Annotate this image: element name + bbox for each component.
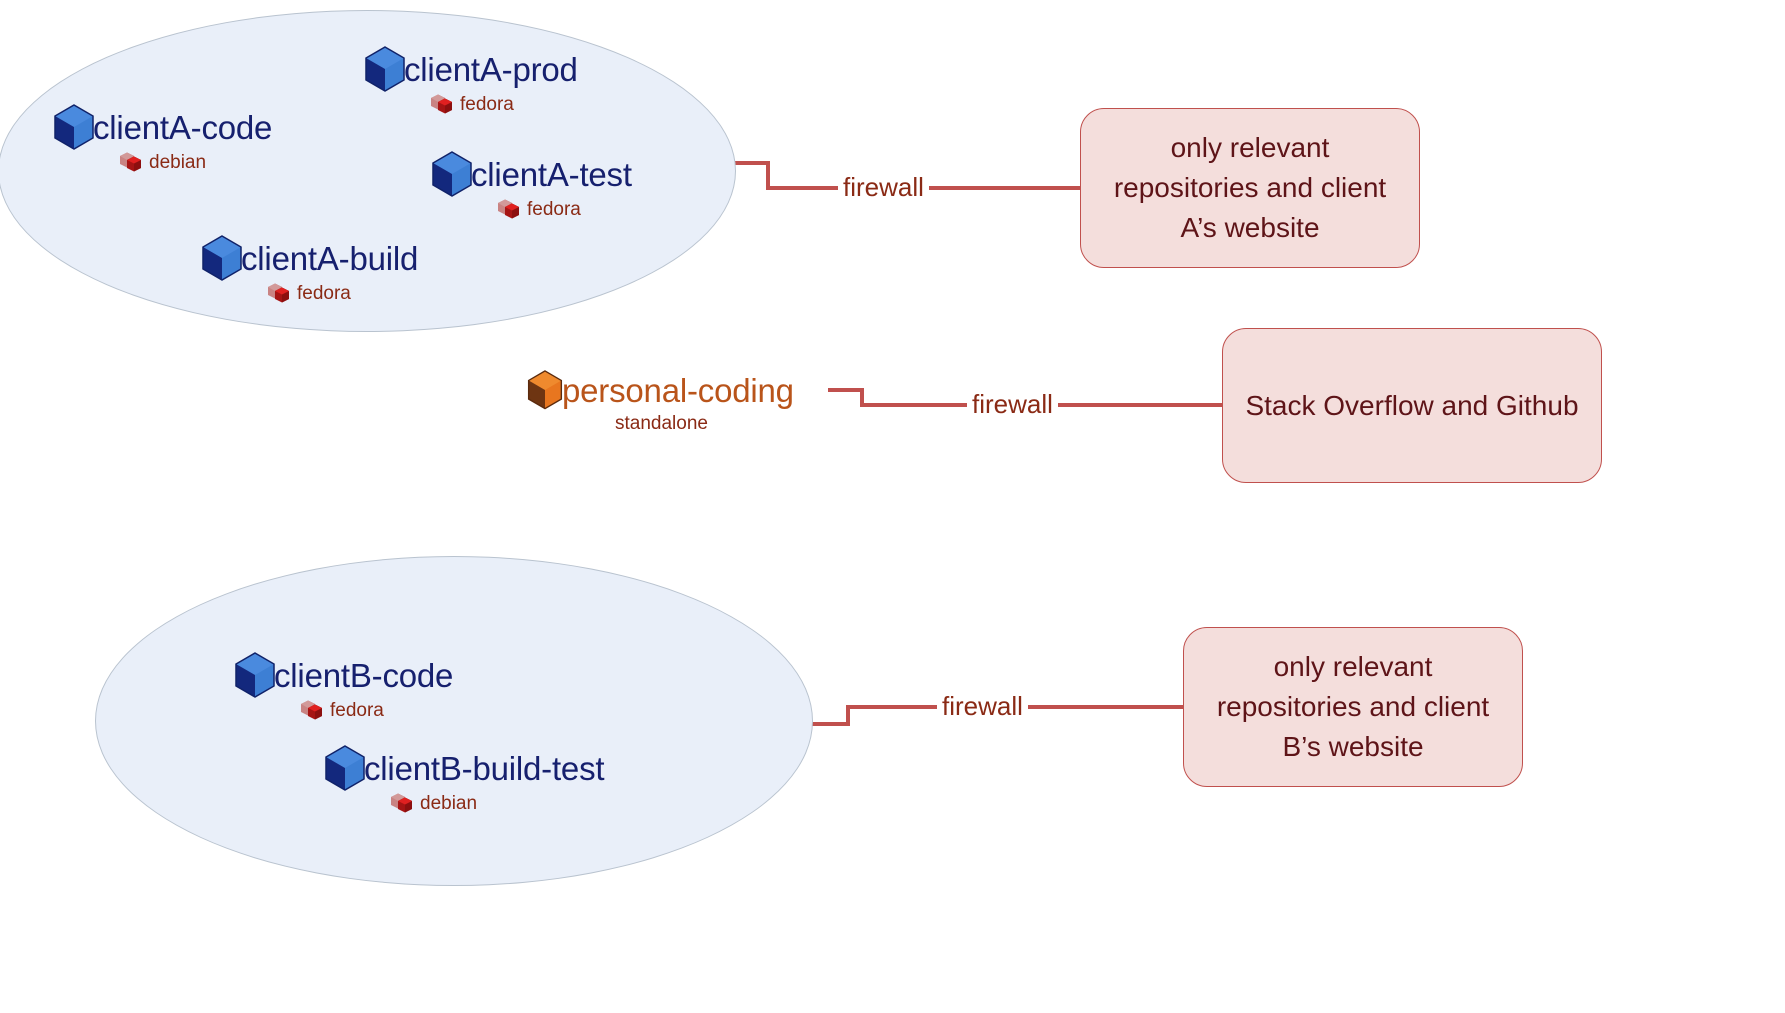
vm-os-row: fedora <box>264 278 418 308</box>
vm-node-clientB-build-test[interactable]: clientB-build-test debian <box>323 744 605 818</box>
vm-main-row: clientA-prod <box>363 45 578 93</box>
firewall-box-personal[interactable]: Stack Overflow and Github <box>1222 328 1602 483</box>
vm-main-row: personal-coding <box>525 366 794 414</box>
firewall-label-clientB: firewall <box>937 693 1028 719</box>
fedora-icon <box>301 700 322 720</box>
vm-os-row: fedora <box>297 695 453 725</box>
vm-label: clientA-code <box>93 108 273 146</box>
vm-node-clientB-code[interactable]: clientB-code fedora <box>233 651 453 725</box>
vm-main-row: clientA-build <box>200 234 418 282</box>
vm-label: clientB-build-test <box>364 749 605 787</box>
vm-os-label: debian <box>149 151 207 173</box>
vm-main-row: clientB-build-test <box>323 744 605 792</box>
fedora-icon <box>268 283 289 303</box>
vm-label: clientB-code <box>274 656 454 694</box>
firewall-box-clientB[interactable]: only relevant repositories and client B’… <box>1183 627 1523 787</box>
firewall-label-personal: firewall <box>967 391 1058 417</box>
vm-cube-icon <box>527 370 563 410</box>
vm-os-label: fedora <box>297 282 351 304</box>
vm-label: clientA-build <box>241 239 419 277</box>
vm-os-label: debian <box>420 792 478 814</box>
vm-cube-icon <box>432 151 472 197</box>
fedora-icon <box>431 94 452 114</box>
vm-os-row: debian <box>116 147 272 177</box>
vm-os-label: standalone <box>615 413 708 434</box>
vm-node-clientA-code[interactable]: clientA-code debian <box>52 103 272 177</box>
vm-os-row: fedora <box>494 194 632 224</box>
vm-main-row: clientB-code <box>233 651 453 699</box>
vm-cube-icon <box>54 104 94 150</box>
vm-main-row: clientA-code <box>52 103 272 151</box>
vm-cube-icon <box>325 745 365 791</box>
vm-node-clientA-build[interactable]: clientA-build fedora <box>200 234 418 308</box>
vm-label: clientA-prod <box>404 50 578 88</box>
fedora-icon <box>498 199 519 219</box>
vm-node-clientA-test[interactable]: clientA-test fedora <box>430 150 632 224</box>
vm-main-row: clientA-test <box>430 150 632 198</box>
vm-cube-icon <box>365 46 405 92</box>
vm-os-label: fedora <box>527 198 581 220</box>
vm-os-row: standalone <box>615 414 794 433</box>
vm-os-label: fedora <box>330 699 384 721</box>
group-ellipse-clientB <box>95 556 813 886</box>
vm-cube-icon <box>202 235 242 281</box>
vm-os-row: debian <box>387 788 604 818</box>
vm-label: clientA-test <box>471 155 632 193</box>
debian-icon <box>391 793 412 813</box>
vm-node-personal-coding[interactable]: personal-coding standalone <box>525 366 794 433</box>
debian-icon <box>120 152 141 172</box>
vm-label: personal-coding <box>562 371 794 409</box>
firewall-box-clientA[interactable]: only relevant repositories and client A’… <box>1080 108 1420 268</box>
vm-os-label: fedora <box>460 93 514 115</box>
firewall-label-clientA: firewall <box>838 174 929 200</box>
vm-os-row: fedora <box>427 89 578 119</box>
vm-node-clientA-prod[interactable]: clientA-prod fedora <box>363 45 578 119</box>
vm-cube-icon <box>235 652 275 698</box>
